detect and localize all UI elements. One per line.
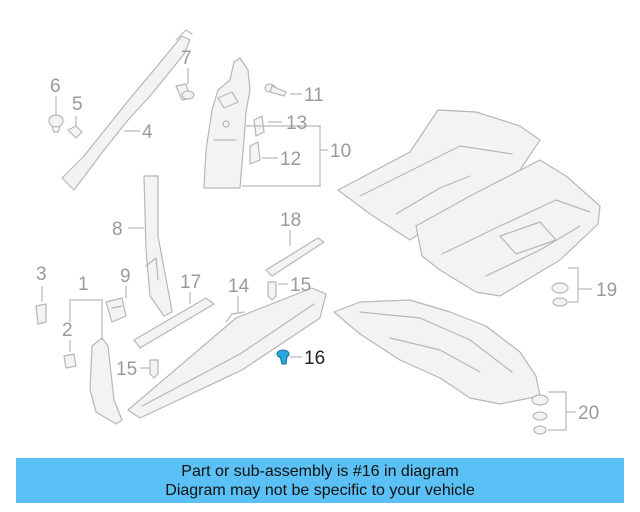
part-3-clip (35, 303, 47, 325)
part-floor-carpet-rear (415, 159, 601, 297)
part-15-clip-lower (149, 359, 159, 379)
callout-8: 8 (112, 219, 123, 240)
banner-line-2: Diagram may not be specific to your vehi… (165, 481, 475, 499)
callout-1: 1 (78, 274, 89, 295)
part-8-pillar-lower-trim (143, 175, 173, 317)
callout-6: 6 (50, 76, 61, 97)
callout-13: 13 (286, 113, 307, 134)
part-7-bolt (175, 83, 195, 101)
callout-7: 7 (181, 48, 192, 69)
callout-4: 4 (142, 122, 153, 143)
callout-5: 5 (72, 94, 83, 115)
callout-17: 17 (180, 272, 201, 293)
banner-line-1: Part or sub-assembly is #16 in diagram (181, 462, 459, 480)
callout-16: 16 (304, 348, 325, 369)
part-10-b-pillar-trim (203, 57, 251, 189)
callout-20: 20 (578, 403, 599, 424)
callout-labels: 1 2 3 4 5 6 7 8 9 10 11 12 13 14 15 15 1… (36, 48, 617, 424)
callout-11: 11 (304, 85, 324, 106)
part-under-cover (333, 299, 541, 405)
callout-9: 9 (120, 266, 131, 287)
part-1-kick-panel (89, 337, 123, 425)
callout-15-upper: 15 (290, 275, 311, 296)
part-16-clip (276, 349, 290, 365)
part-17-scuff-plate (133, 297, 215, 349)
part-12-bracket (249, 141, 261, 165)
callout-12: 12 (280, 149, 301, 170)
callout-19: 19 (596, 280, 617, 301)
callout-14: 14 (228, 276, 250, 297)
leader-lines (41, 68, 592, 431)
part-6-clip (48, 114, 64, 133)
part-15-clip-upper (267, 281, 277, 301)
parts-diagram: 1 2 3 4 5 6 7 8 9 10 11 12 13 14 15 15 1… (35, 29, 617, 435)
part-11-bolt (264, 83, 287, 97)
callout-18: 18 (280, 210, 301, 231)
part-18-scuff-plate (265, 237, 325, 277)
part-2-clip (63, 353, 77, 369)
callout-3: 3 (36, 264, 47, 285)
info-banner: Part or sub-assembly is #16 in diagram D… (16, 458, 624, 503)
part-14-sill-trim (127, 287, 327, 419)
callout-2: 2 (62, 320, 73, 341)
part-floor-carpet-front (337, 109, 541, 241)
callout-10: 10 (330, 141, 351, 162)
part-9-clip (105, 297, 127, 323)
part-20-fasteners (531, 394, 549, 435)
part-5-clip (67, 125, 83, 139)
callout-15-lower: 15 (116, 359, 137, 380)
part-19-fasteners (551, 282, 569, 307)
part-4-a-pillar-trim (61, 29, 193, 191)
